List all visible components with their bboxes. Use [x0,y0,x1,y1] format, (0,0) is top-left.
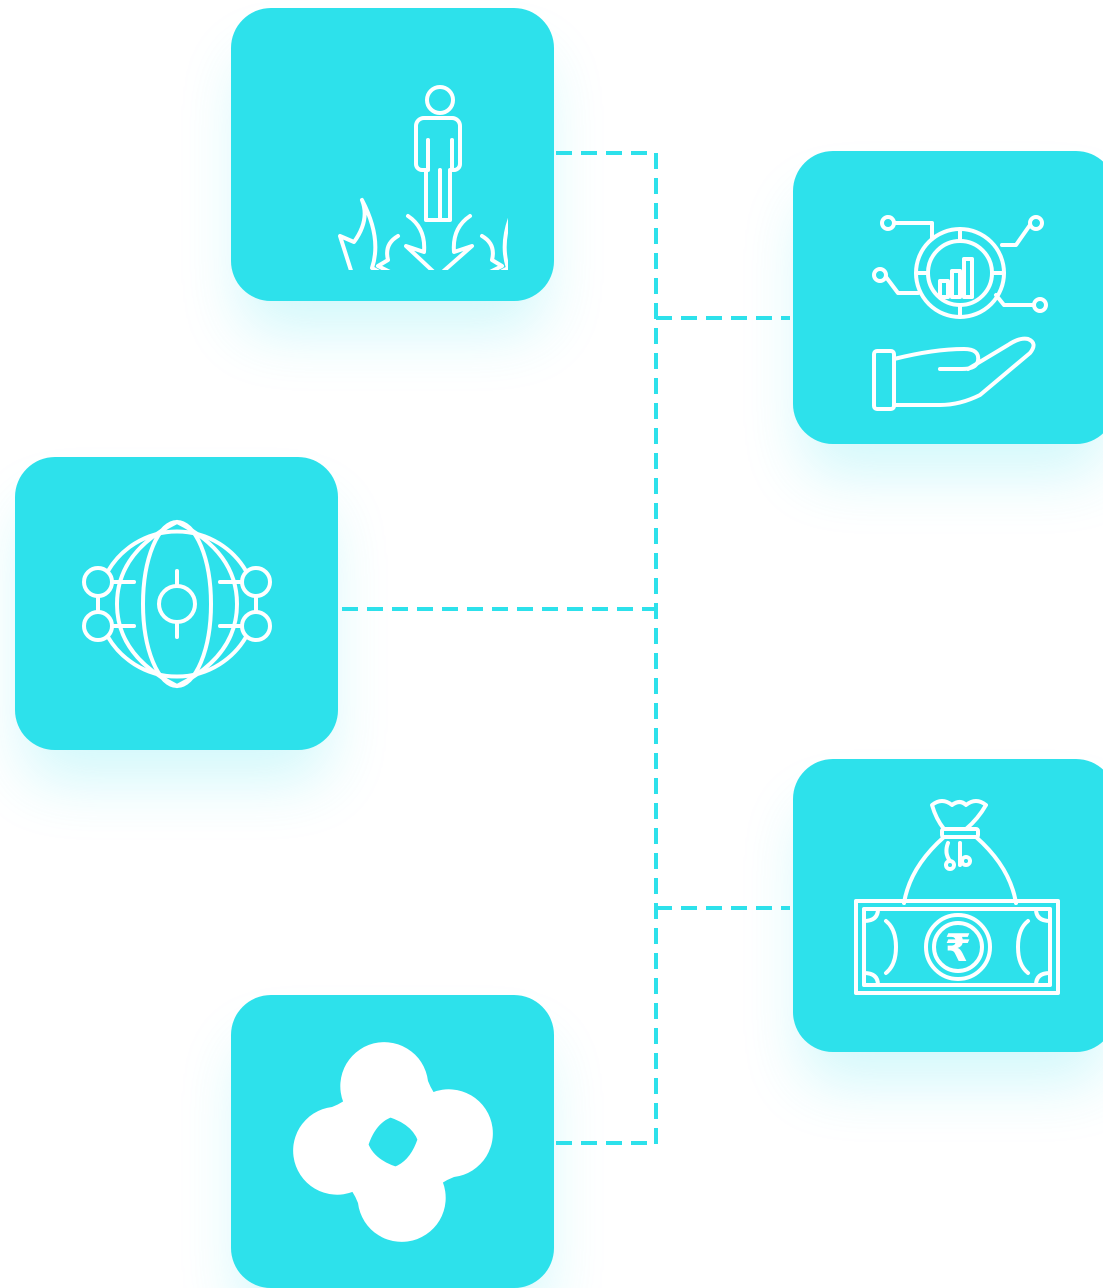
money-bag-rupee-note-icon: ₹ [853,798,1060,995]
four-petal-logo-icon [292,1041,493,1242]
finance-tile: ₹ [793,759,1103,1052]
growth-tile [231,8,554,301]
rupee-symbol: ₹ [944,926,970,970]
global-network-icon [81,519,272,688]
person-growth-arrows-icon [337,84,508,270]
analytics-tile [793,151,1103,444]
logo-tile [231,995,554,1288]
global-network-tile [15,457,338,750]
hand-analytics-chart-icon [871,214,1048,411]
